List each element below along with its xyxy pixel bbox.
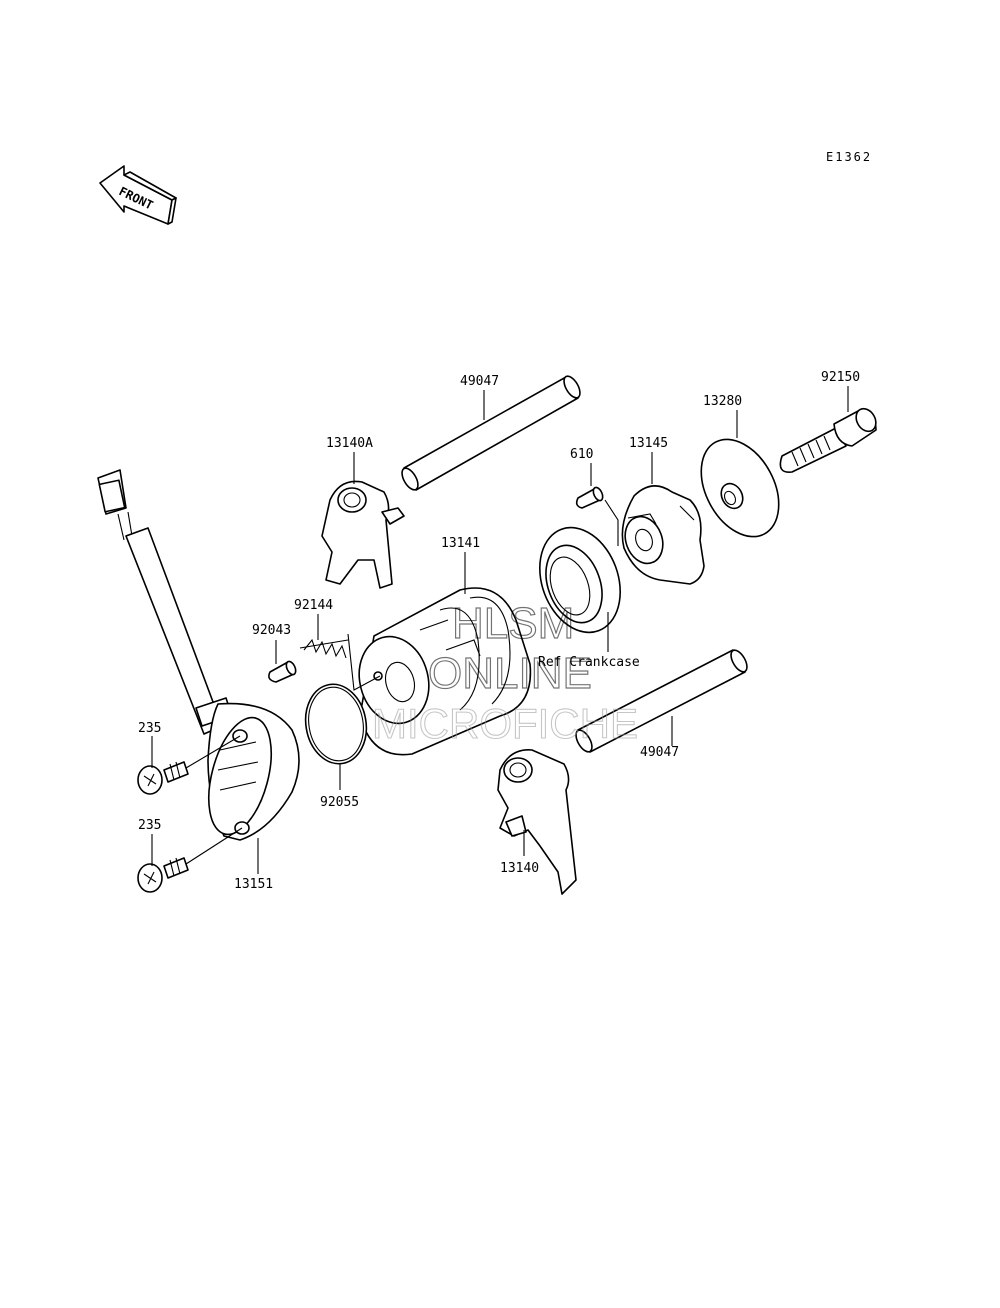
detent-spring	[299, 638, 349, 659]
part-label[interactable]: 49047	[460, 374, 499, 389]
part-label[interactable]: 13140A	[326, 436, 373, 451]
shift-rod-lower	[575, 649, 748, 753]
front-arrow-icon: FRONT	[99, 165, 177, 225]
part-label[interactable]: 49047	[640, 745, 679, 760]
drum-pin	[575, 486, 604, 509]
ref-note: Ref Crankcase	[538, 655, 640, 670]
part-label[interactable]: 92144	[294, 598, 333, 613]
watermark-line: MICROFICHE	[372, 700, 638, 747]
drum-bolt	[779, 407, 877, 473]
part-label[interactable]: 610	[570, 447, 593, 462]
part-label[interactable]: 92150	[821, 370, 860, 385]
part-label[interactable]: 13145	[629, 436, 668, 451]
o-ring	[304, 683, 368, 765]
shift-fork-lower	[497, 749, 577, 895]
neutral-switch-assembly	[97, 469, 300, 841]
shift-rod-upper	[401, 375, 581, 491]
part-label[interactable]: 92043	[252, 623, 291, 638]
shift-fork-upper	[321, 480, 405, 589]
shift-cam	[621, 485, 705, 585]
watermark-line: ONLINE	[428, 649, 592, 698]
part-label[interactable]: 235	[138, 721, 161, 736]
drum-plate	[700, 438, 780, 538]
shift-drum	[358, 587, 532, 756]
part-label[interactable]: 13151	[234, 877, 273, 892]
screw-upper	[137, 761, 189, 795]
part-label[interactable]: 92055	[320, 795, 359, 810]
part-label[interactable]: 13140	[500, 861, 539, 876]
detent-pin	[268, 660, 297, 683]
part-label[interactable]: 235	[138, 818, 161, 833]
drum-bearing	[538, 526, 622, 634]
part-label[interactable]: 13280	[703, 394, 742, 409]
leader-lines	[151, 386, 849, 874]
watermark-line: HLSM	[452, 599, 574, 648]
screw-lower	[137, 857, 189, 893]
part-labels: 49047 92150 13280 13140A 610 13145 13141…	[138, 370, 860, 892]
part-label[interactable]: 13141	[441, 536, 480, 551]
diagram-code: E1362	[826, 150, 872, 164]
watermark: HLSM ONLINE MICROFICHE	[371, 598, 638, 747]
